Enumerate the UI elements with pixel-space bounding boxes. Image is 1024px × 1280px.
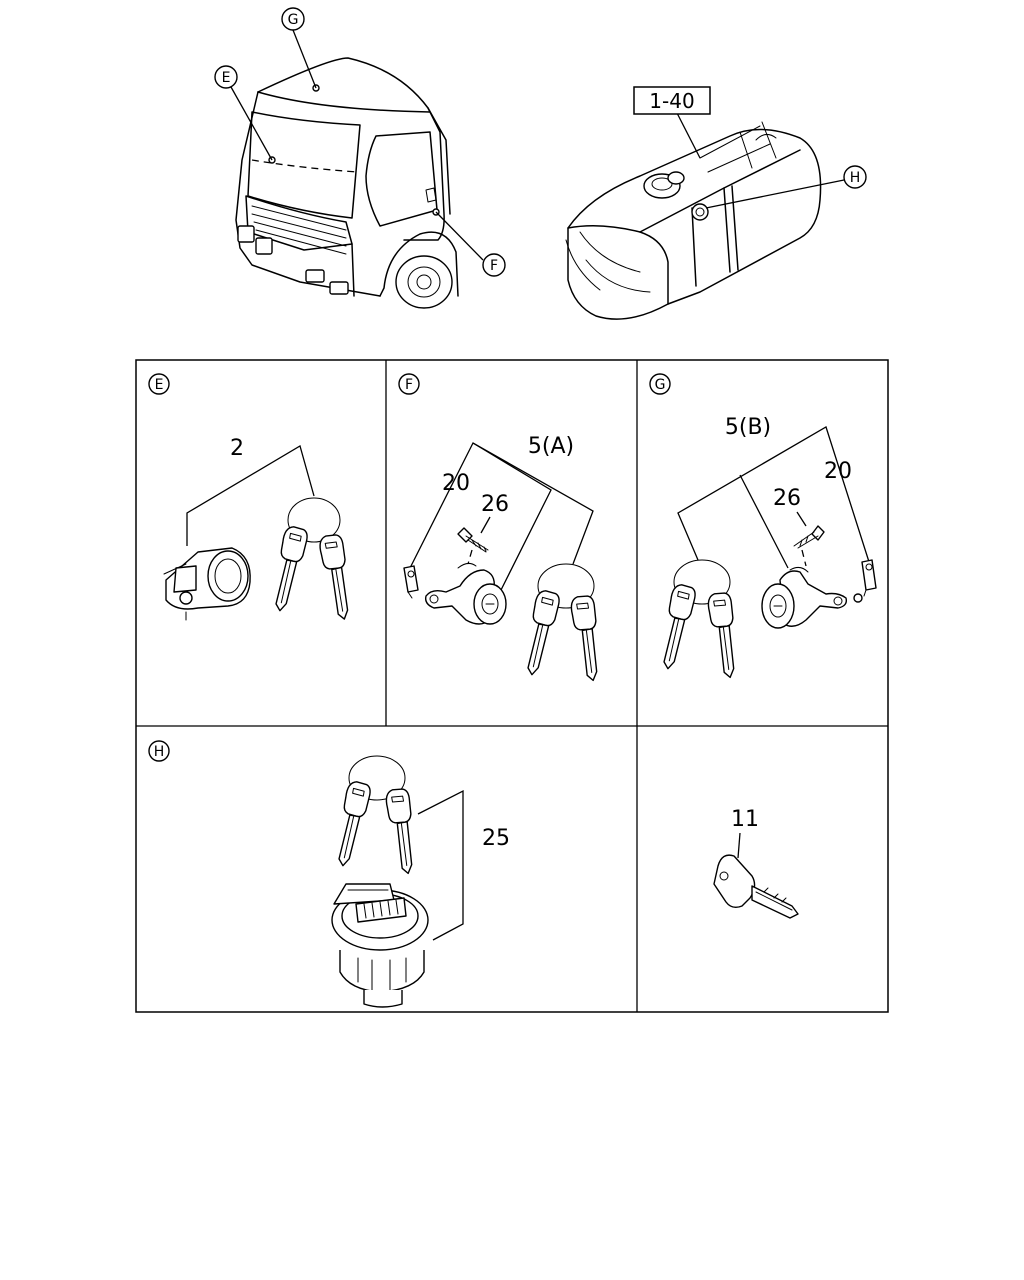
- panel-h-label: H: [148, 740, 170, 762]
- key-ring-e: [270, 497, 359, 622]
- svg-text:F: F: [405, 377, 413, 393]
- bracket-20-g: [861, 559, 877, 597]
- panel-spare-key: 11: [713, 807, 799, 919]
- part-number-5b: 5(B): [725, 415, 771, 440]
- part-number-2: 2: [230, 436, 244, 461]
- ignition-cylinder: [163, 547, 251, 621]
- panel-e: E 2: [148, 373, 359, 622]
- svg-text:E: E: [222, 70, 231, 86]
- panel-f-label: F: [398, 373, 420, 395]
- part-number-26-f: 26: [481, 492, 509, 517]
- part-number-26-g: 26: [773, 486, 801, 511]
- svg-text:F: F: [490, 258, 498, 274]
- door-lock-cylinder-f: [424, 562, 507, 625]
- panel-grid: [135, 359, 889, 1013]
- svg-text:G: G: [288, 12, 299, 28]
- screw-26-f: [457, 527, 489, 553]
- door-lock-cylinder-g: [761, 566, 863, 629]
- svg-text:H: H: [850, 170, 861, 186]
- part-number-5a: 5(A): [528, 434, 574, 459]
- key-ring-g: [658, 559, 745, 680]
- svg-text:E: E: [155, 377, 164, 393]
- fuel-tank-illustration: [565, 121, 822, 320]
- callout-e-top: E: [214, 65, 238, 89]
- key-ring-h: [333, 755, 423, 876]
- key-ring-f: [522, 563, 608, 683]
- panel-h: H 25: [148, 740, 510, 1008]
- truck-cab-illustration: [235, 57, 459, 309]
- part-number-20-f: 20: [442, 471, 470, 496]
- spare-key-11: [713, 854, 799, 919]
- svg-text:H: H: [154, 744, 165, 760]
- panel-f: F 5(A) 20 26: [398, 373, 608, 683]
- panel-g: G 5(B) 26 20: [649, 373, 877, 680]
- screw-26-g: [793, 525, 825, 549]
- panel-e-label: E: [148, 373, 170, 395]
- reference-box: 1-40: [633, 86, 711, 115]
- part-number-25: 25: [482, 826, 510, 851]
- panel-g-label: G: [649, 373, 671, 395]
- callout-g-top: G: [281, 7, 305, 31]
- svg-text:1-40: 1-40: [649, 89, 694, 113]
- svg-text:G: G: [655, 377, 666, 393]
- part-number-11: 11: [731, 807, 759, 832]
- callout-f-top: F: [482, 253, 506, 277]
- callout-h-top: H: [843, 165, 867, 189]
- fuel-cap: [331, 883, 429, 1008]
- bracket-20-f: [403, 565, 419, 599]
